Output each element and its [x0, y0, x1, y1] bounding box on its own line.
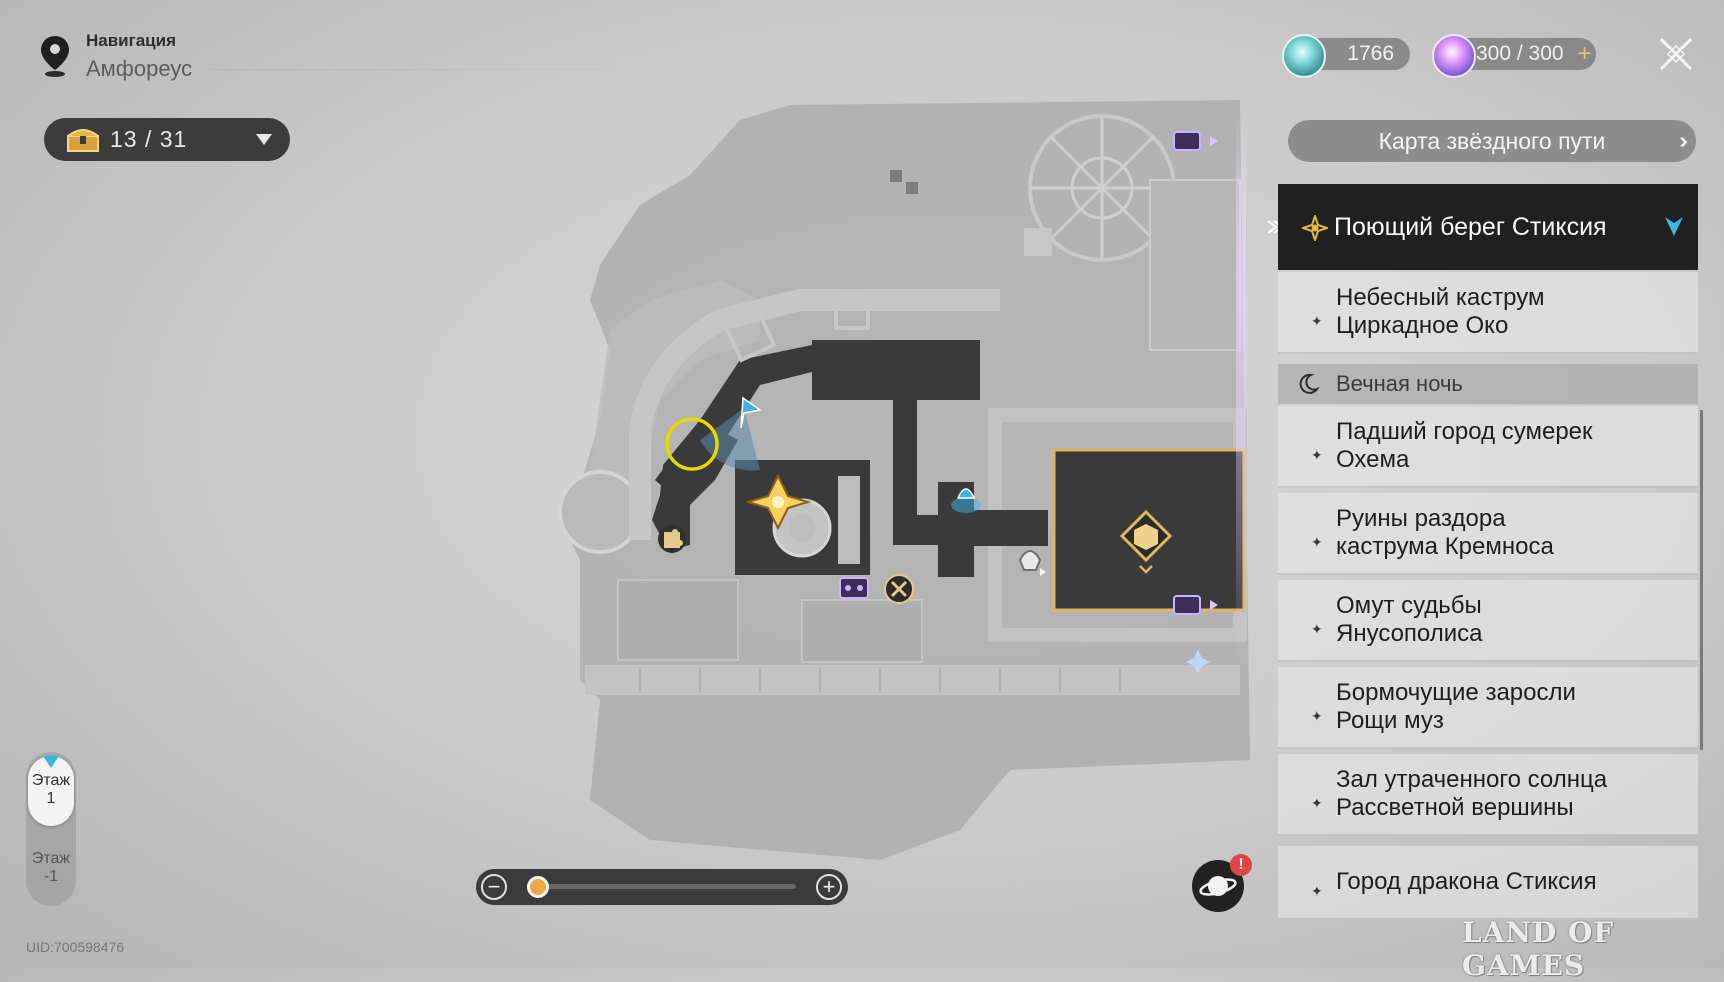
treasure-blue-marker-icon	[951, 488, 981, 513]
uid-text: UID:700598476	[26, 939, 125, 955]
warp-trotter-right-icon	[1173, 595, 1218, 615]
location-group-header[interactable]: Вечная ночь	[1278, 364, 1698, 404]
floor-minus1-button[interactable]: Этаж-1	[31, 850, 71, 885]
map-round-plaza-left	[558, 470, 642, 554]
puzzle-icon	[658, 525, 686, 553]
map-tiles-center	[801, 599, 923, 663]
warp-trotter-purple-icon	[839, 577, 869, 599]
diamond-icon: ✦	[1311, 883, 1323, 899]
fuel-icon	[1282, 34, 1326, 78]
navigation-label: Навигация	[86, 31, 176, 50]
cube-mission-icon	[1119, 509, 1173, 574]
current-floor-icon	[43, 756, 59, 768]
region-name: Амфореус	[86, 56, 193, 81]
star-rail-map-button[interactable]: Карта звёздного пути ››	[1288, 120, 1696, 162]
treasure-chest-icon	[67, 128, 99, 152]
location-pin-icon	[41, 36, 69, 77]
location-line2: Янусополиса	[1336, 620, 1483, 647]
power-icon	[1432, 34, 1476, 78]
star-rail-map-label: Карта звёздного пути	[1378, 127, 1606, 154]
location-line2: Циркадное Око	[1336, 312, 1509, 339]
plus-icon[interactable]: +	[1577, 40, 1592, 67]
alert-badge: !	[1230, 854, 1252, 876]
zoom-in-button[interactable]: +	[816, 874, 842, 900]
location-item[interactable]: ✦ Город дракона Стиксия	[1278, 846, 1698, 920]
zoom-slider-handle[interactable]	[527, 876, 549, 898]
map-tiles-topright	[1149, 179, 1241, 351]
double-chevron-right-icon: ››	[1679, 128, 1687, 153]
currency-fuel-value: 1766	[1347, 42, 1394, 65]
sparkle-icon	[1186, 650, 1210, 674]
divider	[210, 69, 730, 70]
chest-counter-dropdown[interactable]: 13 / 31	[44, 118, 290, 161]
watermark: LAND OF GAMES	[1462, 916, 1615, 982]
zoom-slider-track[interactable]	[530, 884, 796, 889]
location-line1: Омут судьбы	[1336, 592, 1482, 619]
player-location-ring	[665, 417, 719, 471]
location-line1: Небесный каструм	[1336, 284, 1545, 311]
location-list-scrollbar[interactable]	[1700, 410, 1703, 750]
location-line1: Руины раздора	[1336, 505, 1506, 532]
map-tiles-left	[617, 579, 739, 661]
zoom-out-button[interactable]: −	[481, 874, 507, 900]
location-item-selected[interactable]: Поющий берег Стиксия	[1278, 184, 1698, 270]
diamond-icon: ✦	[1311, 621, 1323, 637]
current-location-icon	[1665, 217, 1683, 236]
diamond-icon: ✦	[1311, 534, 1323, 550]
space-anchor-gold-icon	[744, 473, 812, 531]
chest-counter-text: 13 / 31	[110, 126, 188, 152]
planet-icon	[1199, 876, 1237, 896]
location-line1: Зал утраченного солнца	[1336, 766, 1608, 793]
space-anchor-icon	[1302, 215, 1328, 241]
player-arrow-icon	[740, 396, 762, 429]
group-title: Вечная ночь	[1336, 371, 1463, 396]
location-line2: каструма Кремноса	[1336, 533, 1554, 560]
location-line1: Падший город сумерек	[1336, 418, 1593, 445]
diamond-icon: ✦	[1311, 708, 1323, 724]
warp-trotter-top-icon	[1173, 131, 1218, 151]
diamond-icon: ✦	[1311, 795, 1323, 811]
currency-power-value: 300 / 300	[1476, 42, 1564, 65]
location-line2: Рощи муз	[1336, 707, 1444, 734]
location-line2: Охема	[1336, 446, 1410, 473]
crescent-moon-icon	[1299, 373, 1320, 394]
location-line1: Город дракона Стиксия	[1336, 868, 1597, 895]
crossed-tools-icon	[884, 574, 914, 604]
chevron-down-icon	[256, 134, 272, 145]
diamond-icon: ✦	[1311, 447, 1323, 463]
close-icon[interactable]	[1658, 36, 1694, 72]
location-selected-label: Поющий берег Стиксия	[1334, 212, 1607, 241]
location-line2: Рассветной вершины	[1336, 794, 1574, 821]
diamond-icon: ✦	[1311, 313, 1323, 329]
ghost-marker-icon	[1018, 550, 1046, 576]
location-line1: Бормочущие заросли	[1336, 679, 1576, 706]
